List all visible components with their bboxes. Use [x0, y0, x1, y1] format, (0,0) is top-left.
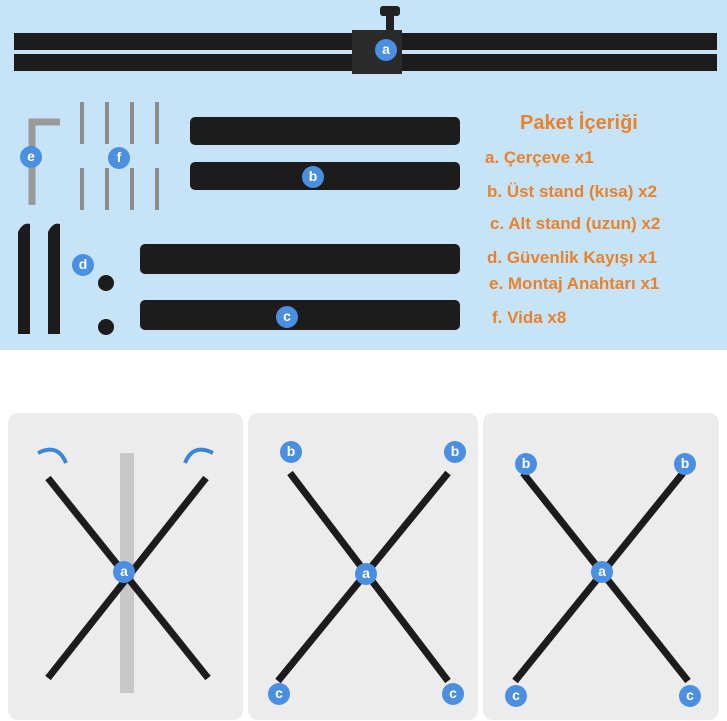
step-3-panel: b b a c c: [483, 413, 719, 720]
contents-item: e. Montaj Anahtarı x1: [489, 274, 660, 293]
contents-item: a. Çerçeve x1: [485, 148, 594, 167]
label-c: c: [276, 306, 298, 328]
step-2-panel: b b a c c: [248, 413, 478, 720]
label-b: b: [444, 441, 466, 463]
contents-item: c. Alt stand (uzun) x2: [490, 214, 661, 233]
label-d: d: [72, 254, 94, 276]
safety-straps: [18, 223, 114, 335]
contents-item: f. Vida x8: [492, 308, 567, 327]
label-f: f: [108, 147, 130, 169]
label-a: a: [355, 563, 377, 585]
contents-item: b. Üst stand (kısa) x2: [487, 182, 658, 201]
label-b: b: [302, 166, 324, 188]
label-e: e: [20, 146, 42, 168]
screws: [80, 102, 159, 210]
wrench: [28, 118, 60, 205]
label-b: b: [280, 441, 302, 463]
label-b: b: [674, 453, 696, 475]
frame-bars: [14, 6, 717, 74]
label-b: b: [515, 453, 537, 475]
long-stands: [140, 244, 460, 330]
label-a: a: [113, 561, 135, 583]
contents-title: Paket İçeriği: [520, 112, 638, 134]
step-1-panel: a: [8, 413, 243, 720]
label-c: c: [505, 685, 527, 707]
label-a: a: [591, 561, 613, 583]
short-stands: [190, 117, 460, 190]
label-c: c: [679, 685, 701, 707]
label-a: a: [375, 39, 397, 61]
label-c: c: [268, 683, 290, 705]
label-c: c: [442, 683, 464, 705]
contents-item: d. Güvenlik Kayışı x1: [487, 248, 658, 267]
